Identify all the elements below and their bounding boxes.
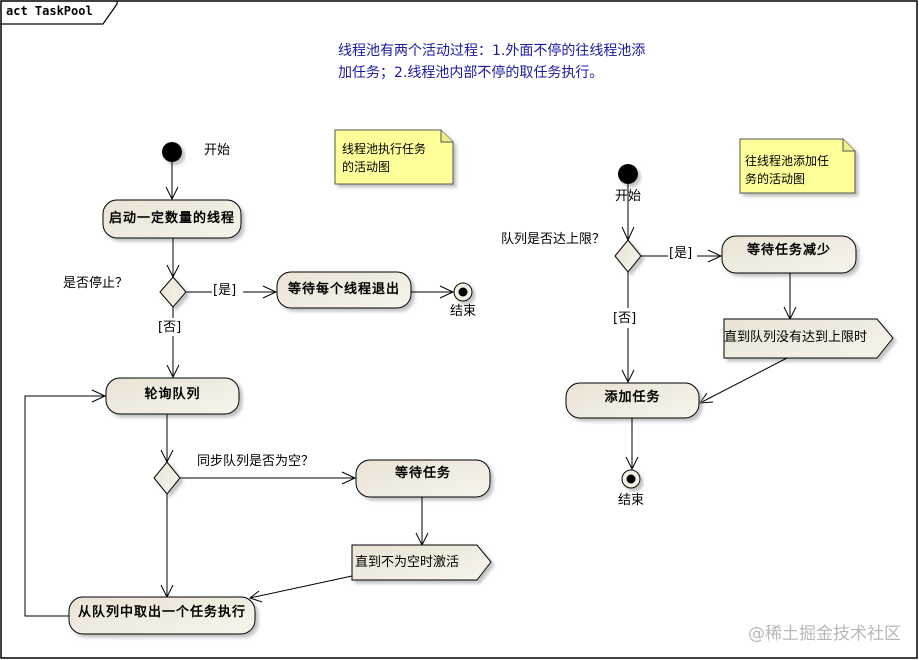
limit-no-guard: [否]: [613, 311, 637, 326]
right-note-line-1: 往线程池添加任: [745, 154, 830, 168]
right-note-line-2: 务的活动图: [745, 172, 806, 186]
left-end-label: 结束: [450, 304, 477, 319]
right-end-label: 结束: [618, 493, 645, 508]
right-note-text: 往线程池添加任 务的活动图: [745, 152, 829, 188]
stop-no-guard: [否]: [158, 320, 182, 335]
action-poll-queue-label: 轮询队列: [144, 387, 201, 402]
edge-to-left-end: [411, 285, 455, 299]
watermark: @稀土掘金技术社区: [748, 624, 901, 644]
limit-yes-guard: [是]: [669, 246, 693, 261]
edge-start-threads-to-stop-decision: [166, 238, 180, 279]
action-wait-threads-exit[interactable]: [276, 271, 412, 309]
right-start-node[interactable]: [618, 164, 638, 184]
signal-activate-label: 直到不为空时激活: [355, 555, 460, 570]
left-end-node[interactable]: [453, 282, 473, 302]
edge-add-task-to-end: [625, 418, 639, 471]
edge-stop-yes: [186, 285, 278, 299]
left-note: [334, 129, 454, 185]
description-text: 线程池有两个活动过程：1.外面不停的往线程池添 加任务；2.线程池内部不停的取任…: [338, 40, 645, 84]
right-end-node[interactable]: [621, 469, 641, 489]
right-start-label: 开始: [615, 189, 642, 204]
action-add-task-label: 添加任务: [604, 390, 661, 405]
edge-limit-no: [621, 272, 635, 384]
left-start-label: 开始: [204, 143, 231, 158]
edge-loop-back-to-poll: [24, 389, 107, 617]
action-wait-task-decrease-label: 等待任务减少: [746, 243, 831, 258]
left-note-text: 线程池执行任务 的活动图: [342, 140, 426, 176]
left-start-node[interactable]: [162, 142, 182, 162]
action-wait-threads-exit-label: 等待每个线程退出: [287, 282, 400, 297]
left-note-line-1: 线程池执行任务: [342, 142, 427, 156]
edge-stop-no: [166, 307, 180, 379]
queue-empty-question-label: 同步队列是否为空？: [197, 454, 315, 469]
stop-question-label: 是否停止？: [63, 276, 129, 291]
action-start-threads[interactable]: [102, 199, 242, 239]
decision-stop[interactable]: [159, 276, 187, 308]
edge-empty-no-to-take-task: [160, 494, 174, 599]
action-wait-task-label: 等待任务: [394, 466, 451, 481]
signal-activate-when-not-empty[interactable]: [351, 544, 492, 581]
action-take-and-execute-label: 从队列中取出一个任务执行: [77, 605, 246, 620]
description-line-2: 加任务；2.线程池内部不停的取任务执行。: [338, 65, 604, 81]
decision-queue-limit[interactable]: [614, 239, 642, 273]
description-line-1: 线程池有两个活动过程：1.外面不停的往线程池添: [338, 43, 646, 59]
edge-start-to-start-threads: [165, 162, 179, 201]
frame-title-tab: [1, 1, 118, 25]
right-note: [739, 138, 856, 194]
edge-wait-decrease-to-signal: [783, 273, 797, 321]
left-note-line-2: 的活动图: [342, 160, 391, 174]
limit-question-label: 队列是否达上限？: [501, 232, 606, 247]
frame-title: act TaskPool: [6, 4, 93, 18]
action-wait-task[interactable]: [355, 459, 491, 498]
edge-poll-to-empty-decision: [160, 414, 174, 464]
edge-limit-yes: [641, 249, 723, 263]
edge-signal-to-add-task: [698, 357, 788, 404]
action-start-threads-label: 启动一定数量的线程: [108, 211, 235, 226]
edge-empty-to-wait-task: [180, 471, 357, 485]
stop-yes-guard: [是]: [213, 283, 237, 298]
signal-until-below-limit-label: 直到队列没有达到上限时: [724, 330, 868, 345]
decision-queue-empty[interactable]: [153, 461, 181, 495]
edge-signal-to-take-task: [248, 575, 353, 603]
edge-wait-task-to-signal: [415, 497, 429, 547]
signal-until-below-limit[interactable]: [723, 318, 894, 359]
action-wait-task-decrease[interactable]: [721, 235, 857, 274]
